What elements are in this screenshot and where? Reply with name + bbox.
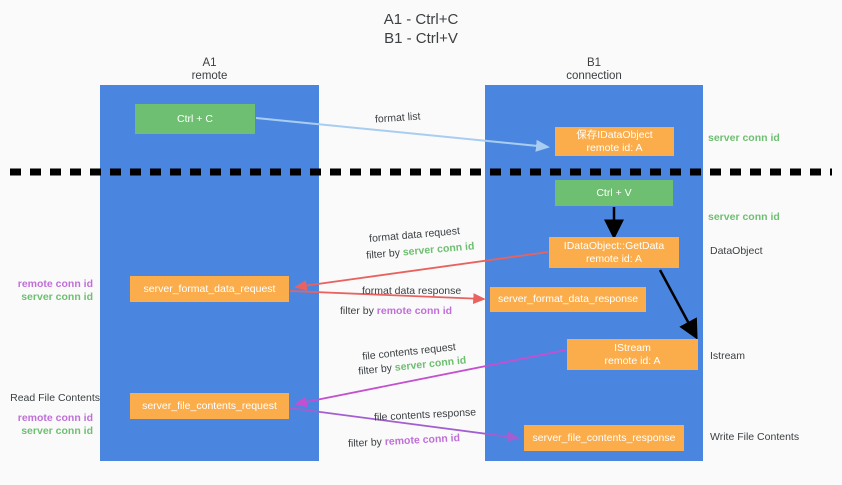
column-b1-role: connection: [566, 70, 622, 82]
title-line-2: B1 - Ctrl+V: [384, 30, 458, 47]
caption-format-list: format list: [374, 110, 421, 126]
filter-prefix: filter by: [347, 436, 386, 450]
column-b1-name: B1: [586, 57, 602, 69]
box-server-format-data-request[interactable]: server_format_data_request: [130, 276, 289, 302]
box-ctrl-v[interactable]: Ctrl + V: [555, 180, 673, 206]
column-header-a1: A1 remote: [100, 57, 319, 83]
filter-value-remote-conn-id: remote conn id: [376, 305, 453, 317]
box-ctrl-v-label: Ctrl + V: [596, 186, 632, 199]
label-left-remote-conn-id-1: remote conn id: [17, 278, 93, 290]
label-left-server-conn-id-2: server conn id: [21, 425, 93, 437]
box-server-file-contents-request-label: server_file_contents_request: [142, 399, 277, 412]
box-istream-line2: remote id: A: [604, 354, 661, 367]
caption-file-contents-response: file contents response: [373, 406, 477, 424]
box-idataobject-getdata-line2: remote id: A: [585, 252, 643, 265]
filter-prefix: filter by: [357, 361, 396, 378]
label-left-server-conn-id-1: server conn id: [21, 291, 93, 303]
box-istream-line1: IStream: [614, 342, 651, 354]
box-save-idataobject-line2: remote id: A: [586, 141, 643, 154]
filter-prefix: filter by: [365, 246, 404, 262]
filter-value-remote-conn-id: remote conn id: [384, 432, 461, 448]
box-server-file-contents-response-label: server_file_contents_response: [532, 431, 676, 444]
label-left-conn-ids-top: remote conn id server conn id: [8, 278, 93, 304]
box-server-format-data-request-label: server_format_data_request: [143, 282, 276, 295]
box-server-format-data-response-label: server_format_data_response: [497, 293, 639, 306]
title-line-1: A1 - Ctrl+C: [383, 11, 459, 28]
box-server-format-data-response[interactable]: server_format_data_response: [490, 287, 646, 312]
caption-format-data-response: format data response: [362, 285, 462, 297]
box-save-idataobject[interactable]: 保存IDataObject remote id: A: [555, 127, 674, 156]
label-right-dataobject: DataObject: [710, 245, 763, 257]
label-right-write-file-contents: Write File Contents: [710, 431, 800, 443]
label-right-server-conn-id-mid: server conn id: [708, 211, 780, 223]
label-left-conn-ids-bottom: remote conn id server conn id: [8, 412, 93, 438]
diagram-title: A1 - Ctrl+C B1 - Ctrl+V: [0, 10, 842, 48]
box-idataobject-getdata-line1: IDataObject::GetData: [563, 240, 665, 252]
column-a1-name: A1: [202, 57, 217, 69]
label-left-remote-conn-id-2: remote conn id: [17, 412, 93, 424]
column-header-b1: B1 connection: [485, 57, 703, 83]
box-idataobject-getdata[interactable]: IDataObject::GetData remote id: A: [549, 237, 679, 268]
box-ctrl-c-label: Ctrl + C: [177, 112, 213, 125]
box-ctrl-c[interactable]: Ctrl + C: [135, 104, 255, 134]
caption-file-contents-response-filter: filter by remote conn id: [348, 431, 461, 451]
filter-value-server-conn-id: server conn id: [402, 240, 475, 259]
column-a1-role: remote: [191, 70, 228, 82]
label-left-read-file-contents: Read File Contents: [10, 392, 100, 404]
caption-format-data-response-filter: filter by remote conn id: [340, 304, 452, 318]
box-server-file-contents-response[interactable]: server_file_contents_response: [524, 425, 684, 451]
box-save-idataobject-line1: 保存IDataObject: [576, 129, 653, 141]
box-server-file-contents-request[interactable]: server_file_contents_request: [130, 393, 289, 419]
label-right-server-conn-id-top: server conn id: [708, 132, 780, 144]
box-istream[interactable]: IStream remote id: A: [567, 339, 698, 370]
label-right-istream: Istream: [710, 350, 746, 362]
filter-prefix: filter by: [340, 305, 377, 317]
